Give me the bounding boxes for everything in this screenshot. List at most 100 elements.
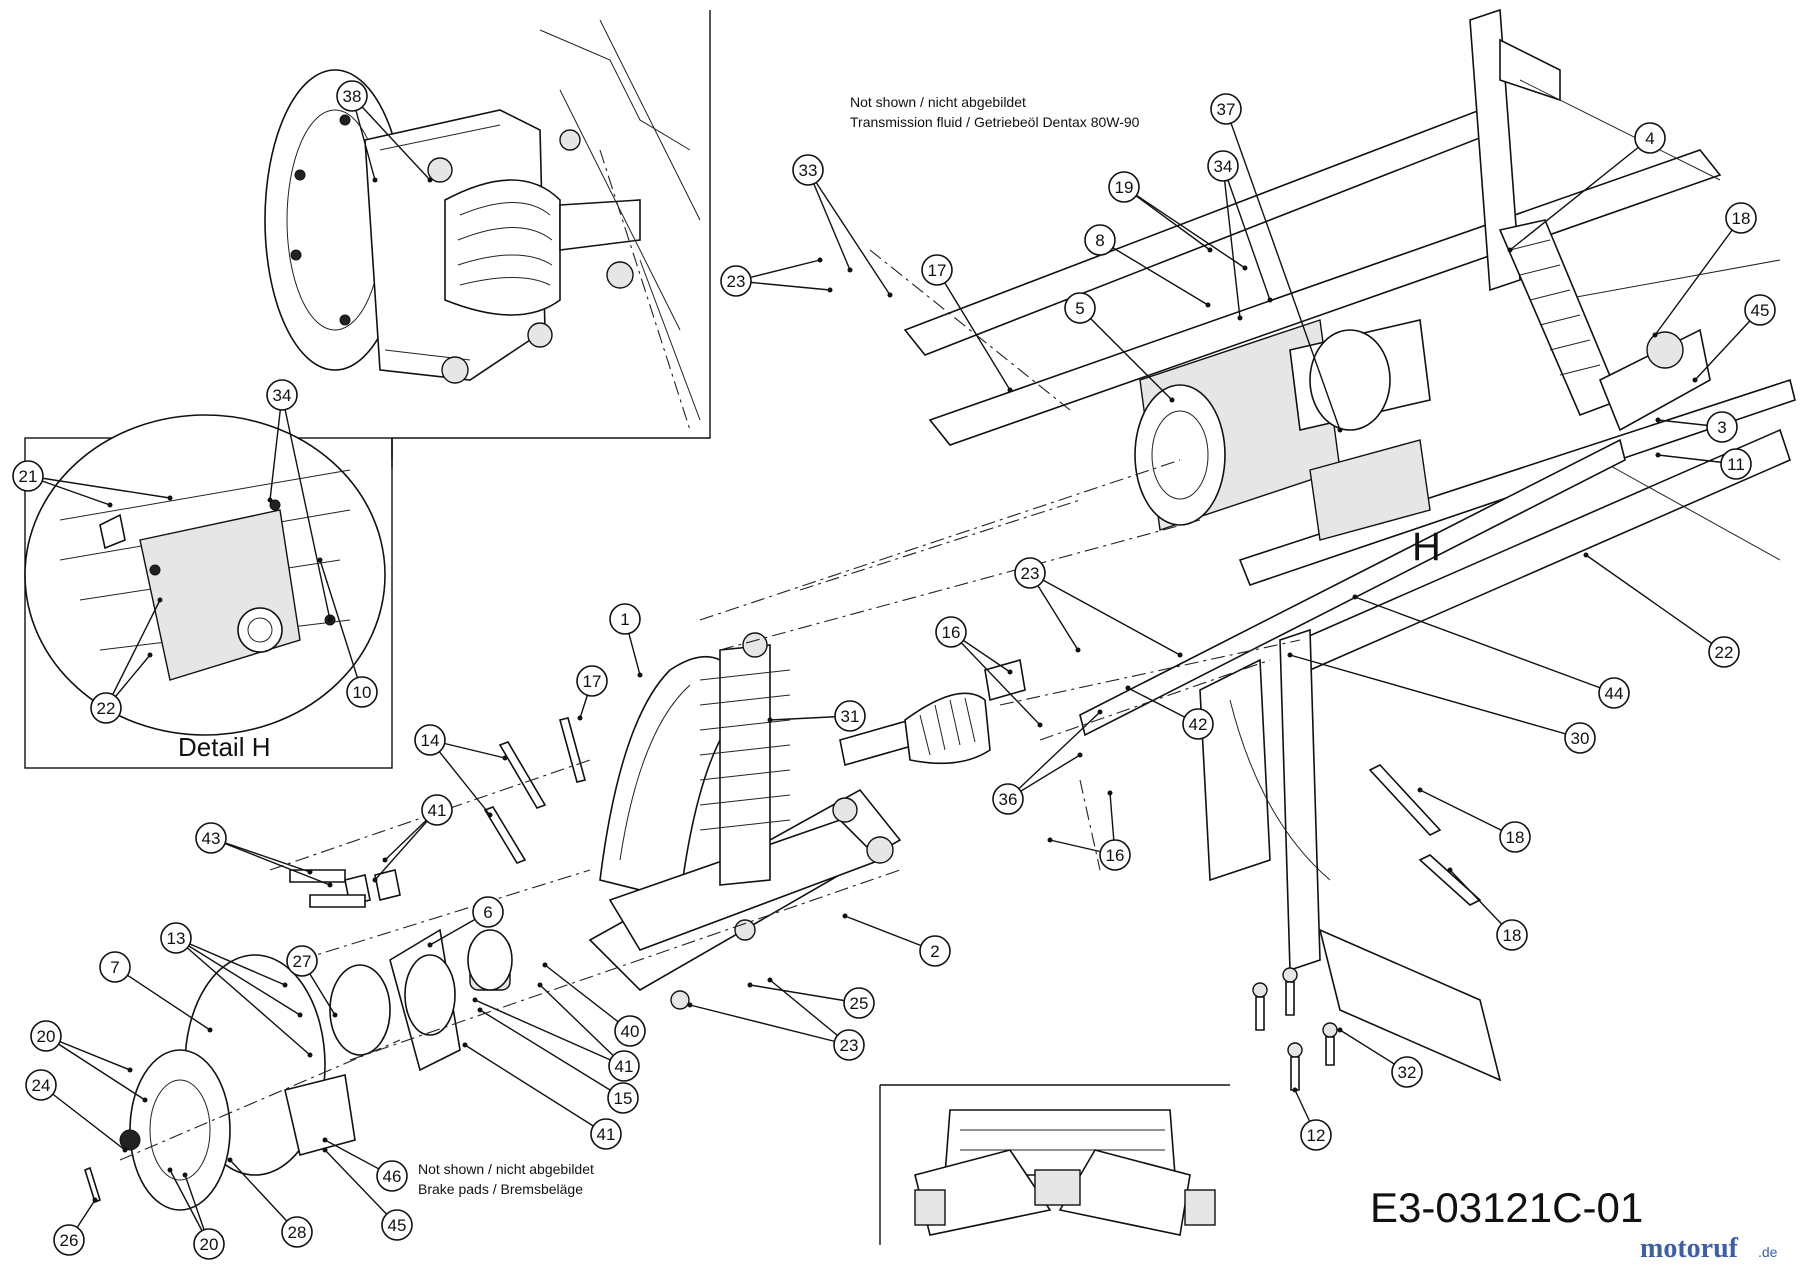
callout-number: 24	[32, 1076, 51, 1095]
callout-number: 1	[620, 610, 629, 629]
callout-balloon	[99, 951, 131, 983]
leader-tip	[1337, 1027, 1343, 1033]
leader-tip	[767, 717, 773, 723]
leader-tip	[167, 1167, 173, 1173]
callout-number: 22	[1715, 643, 1734, 662]
callout-number: 17	[583, 672, 602, 691]
callout-26: 26	[53, 1197, 98, 1256]
callout-leader	[1222, 165, 1241, 319]
leader-tip	[1177, 652, 1183, 658]
leader-tip	[1007, 669, 1013, 675]
callout-21: 21	[12, 460, 173, 508]
callout-12: 12	[1292, 1087, 1332, 1151]
callout-45: 45	[1692, 294, 1776, 383]
callout-balloon	[992, 783, 1024, 815]
leader-tip	[1292, 1087, 1298, 1093]
leader-tip	[227, 1157, 233, 1163]
leader-tip	[1037, 722, 1043, 728]
callout-balloon	[346, 676, 378, 708]
callout-number: 36	[999, 790, 1018, 809]
callout-number: 3	[1717, 418, 1726, 437]
callout-number: 16	[942, 623, 961, 642]
callout-leader	[844, 915, 936, 952]
drawing-id: E3-03121C-01	[1370, 1184, 1643, 1231]
callout-number: 21	[19, 467, 38, 486]
leader-tip	[687, 1002, 693, 1008]
callout-balloon	[1300, 1119, 1332, 1151]
leader-tip	[1237, 315, 1243, 321]
callout-17: 17	[576, 665, 608, 721]
callout-balloon	[1496, 919, 1528, 951]
leader-tip	[1047, 837, 1053, 843]
callout-number: 15	[614, 1089, 633, 1108]
assembly-lines	[119, 249, 1301, 1161]
callout-leader	[1585, 554, 1725, 653]
leader-tip	[92, 1197, 98, 1203]
callout-group: 3834212210332319343748175184531122443012…	[12, 80, 1776, 1260]
callout-number: 44	[1605, 684, 1624, 703]
callout-number: 32	[1398, 1063, 1417, 1082]
leader-tip	[1352, 594, 1358, 600]
callout-number: 8	[1095, 231, 1104, 250]
callout-leader	[1079, 307, 1173, 401]
leader-tip	[767, 977, 773, 983]
callout-leader	[319, 559, 363, 693]
callout-leader	[175, 937, 301, 1016]
callout-number: 14	[421, 731, 440, 750]
callout-33: 33	[792, 154, 893, 298]
callout-balloon	[1064, 292, 1096, 324]
leader-tip	[477, 1007, 483, 1013]
leader-tip	[107, 502, 113, 508]
leader-tip	[487, 812, 493, 818]
brand-logo: motoruf .de	[1640, 1233, 1778, 1264]
leader-tip	[1125, 685, 1131, 691]
callout-balloon	[25, 1069, 57, 1101]
callout-number: 17	[928, 261, 947, 280]
callout-1: 1	[609, 603, 643, 678]
callout-number: 16	[1106, 846, 1125, 865]
callout-leader	[1123, 186, 1211, 251]
leader-tip	[887, 292, 893, 298]
callout-balloon	[609, 603, 641, 635]
callout-22: 22	[90, 597, 163, 724]
callout-number: 37	[1217, 100, 1236, 119]
callout-number: 46	[383, 1167, 402, 1186]
leader-tip	[382, 857, 388, 863]
callout-balloon	[193, 1228, 225, 1260]
callout-balloon	[1108, 171, 1140, 203]
callout-leader	[281, 394, 331, 621]
leader-tip	[327, 617, 333, 623]
callout-balloon	[266, 379, 298, 411]
callout-balloon	[1564, 722, 1596, 754]
callout-leader	[27, 475, 171, 499]
callout-number: 41	[615, 1057, 634, 1076]
leader-tip	[427, 942, 433, 948]
callout-balloon	[921, 254, 953, 286]
callout-number: 45	[1751, 301, 1770, 320]
leader-tip	[542, 962, 548, 968]
leader-tip	[1075, 647, 1081, 653]
callout-number: 31	[841, 707, 860, 726]
callout-7: 7	[99, 951, 213, 1033]
callout-18: 18	[1417, 787, 1531, 853]
callout-balloon	[1598, 677, 1630, 709]
callout-number: 43	[202, 829, 221, 848]
callout-balloon	[1725, 202, 1757, 234]
callout-28: 28	[227, 1157, 313, 1248]
leader-tip	[1207, 247, 1213, 253]
callout-balloon	[30, 1020, 62, 1052]
callout-leader	[324, 1149, 398, 1226]
callout-41: 41	[472, 982, 640, 1082]
callout-38: 38	[336, 80, 433, 183]
callout-balloon	[919, 935, 951, 967]
callout-number: 41	[428, 801, 447, 820]
main-frame	[903, 8, 1796, 1091]
callout-30: 30	[1287, 652, 1596, 754]
callout-5: 5	[1064, 292, 1175, 403]
callout-24: 24	[25, 1069, 128, 1153]
callout-number: 34	[1214, 157, 1233, 176]
leader-tip	[322, 1147, 328, 1153]
leader-tip	[1169, 397, 1175, 403]
leader-tip	[847, 267, 853, 273]
callout-leader	[1654, 217, 1742, 336]
